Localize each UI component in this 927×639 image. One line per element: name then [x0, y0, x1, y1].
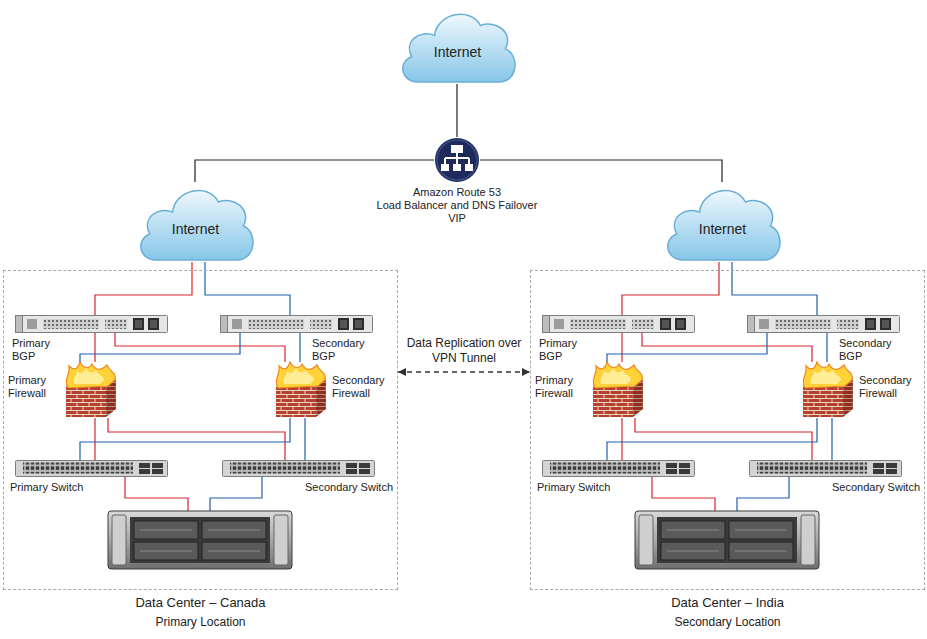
firewall: Primary Firewall [62, 362, 118, 418]
location-subtitle: Primary Location [4, 615, 397, 629]
device-label: Secondary BGP [312, 337, 374, 363]
data-center-region: Data Center – CanadaPrimary LocationPrim… [3, 270, 398, 590]
device-label: Secondary Firewall [332, 374, 394, 400]
network-link [607, 418, 817, 460]
region-caption: Data Center – IndiaSecondary Location [531, 595, 924, 629]
network-link [80, 333, 240, 362]
network-switch: Secondary Switch [222, 460, 375, 477]
device-caption: Secondary Switch [283, 481, 393, 494]
network-switch: Primary Switch [15, 460, 168, 477]
device-label: Primary BGP [12, 337, 60, 363]
dns-load-balancer: Amazon Route 53Load Balancer and DNS Fai… [434, 137, 480, 183]
network-link [635, 418, 812, 460]
device-caption: Secondary BGP [839, 337, 901, 363]
data-center-title: Data Center – India [531, 595, 924, 611]
cloud-label: Internet [172, 221, 219, 238]
device-label: Secondary Switch [283, 481, 393, 494]
network-link [642, 333, 812, 362]
cloud-label: Internet [699, 221, 746, 238]
cloud-label: Internet [434, 44, 481, 61]
bgp-router: Primary BGP [15, 315, 168, 333]
region-caption: Data Center – CanadaPrimary Location [4, 595, 397, 629]
service-name: Amazon Route 53 [371, 186, 543, 199]
network-link [299, 333, 300, 362]
replication-link [398, 371, 530, 373]
cloud-text-holder: Internet [395, 6, 520, 84]
india-equipment [543, 316, 902, 570]
network-link [826, 333, 827, 362]
network-link [115, 333, 285, 362]
device-label: Primary Switch [10, 481, 110, 494]
network-link [304, 418, 305, 460]
service-description: Load Balancer and DNS Failover VIP [371, 199, 543, 225]
device-caption: Primary BGP [539, 337, 587, 363]
data-center-region: Data Center – IndiaSecondary LocationPri… [530, 270, 925, 590]
network-link [80, 418, 290, 460]
device-caption: Secondary Firewall [859, 374, 921, 400]
internet-cloud: Internet [133, 182, 258, 262]
network-link [94, 333, 95, 362]
device-label: Primary Firewall [8, 374, 54, 400]
cloud-text-holder: Internet [133, 182, 258, 262]
network-link [621, 333, 622, 362]
network-link [480, 160, 722, 182]
network-link [108, 418, 285, 460]
firewall: Secondary Firewall [272, 362, 328, 418]
network-link [607, 333, 767, 362]
network-link [831, 418, 832, 460]
internet-cloud: Internet [395, 6, 520, 84]
canada-equipment [16, 316, 375, 570]
device-caption: Primary Switch [10, 481, 110, 494]
device-caption: Primary BGP [12, 337, 60, 363]
link-label: Data Replication over VPN Tunnel [400, 335, 528, 366]
network-switch: Primary Switch [542, 460, 695, 477]
firewall: Primary Firewall [589, 362, 645, 418]
network-link [456, 84, 457, 137]
device-caption: Primary Firewall [8, 374, 54, 400]
device-label: Primary Switch [537, 481, 637, 494]
device-label: Secondary Switch [810, 481, 920, 494]
device-caption: Secondary Switch [810, 481, 920, 494]
cloud-text-holder: Internet [660, 182, 785, 262]
network-switch: Secondary Switch [749, 460, 902, 477]
device-label: Secondary BGP [839, 337, 901, 363]
route53-icon [435, 138, 479, 182]
network-link [94, 418, 95, 460]
bgp-router: Secondary BGP [220, 315, 372, 333]
device-label: Primary Firewall [535, 374, 581, 400]
device-caption: Amazon Route 53Load Balancer and DNS Fai… [371, 186, 543, 226]
internet-cloud: Internet [660, 182, 785, 262]
location-subtitle: Secondary Location [531, 615, 924, 629]
firewall: Secondary Firewall [799, 362, 855, 418]
device-caption: Secondary Firewall [332, 374, 394, 400]
device-caption: Primary Switch [537, 481, 637, 494]
device-label: Secondary Firewall [859, 374, 921, 400]
device-caption: Secondary BGP [312, 337, 374, 363]
bgp-router: Primary BGP [542, 315, 695, 333]
device-caption: Primary Firewall [535, 374, 581, 400]
network-link [195, 160, 434, 182]
bgp-router: Secondary BGP [747, 315, 899, 333]
device-label: Primary BGP [539, 337, 587, 363]
network-link [621, 418, 622, 460]
data-center-title: Data Center – Canada [4, 595, 397, 611]
